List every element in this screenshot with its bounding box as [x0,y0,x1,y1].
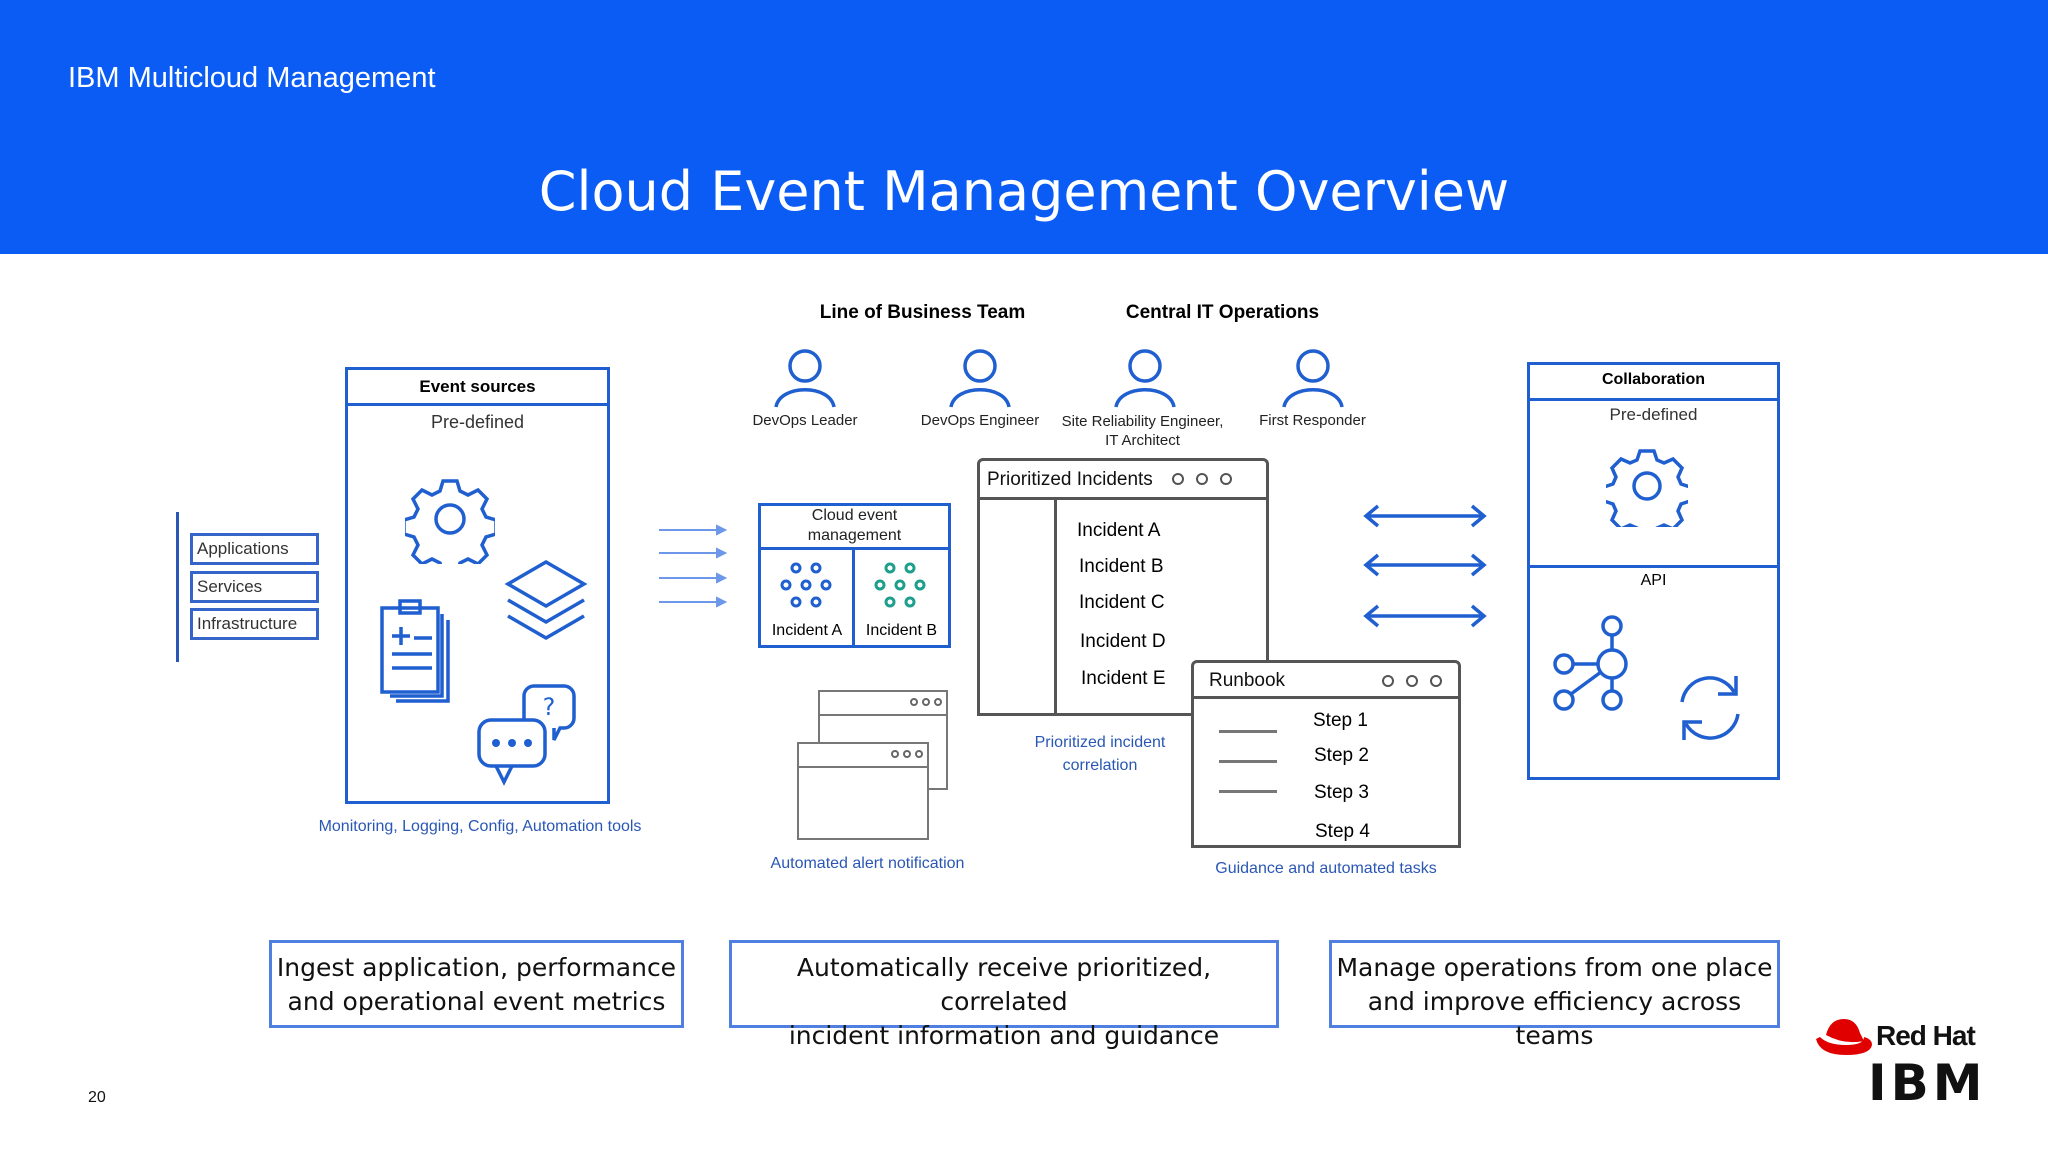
incident-item: Incident B [1079,556,1164,577]
chat-icon: ? [477,684,576,786]
header-banner [0,0,2048,254]
summary-ingest: Ingest application, performance and oper… [269,940,684,1028]
collaboration-title: Collaboration [1601,371,1706,388]
person-icon [774,349,836,408]
runbook-step: Step 4 [1315,821,1370,842]
flow-arrows [659,524,727,608]
inputs-bracket [176,512,179,662]
collaboration-divider [1527,398,1780,401]
role-devops-engineer: DevOps Engineer [920,412,1040,429]
event-sources-divider [345,403,610,406]
brand-title: IBM Multicloud Management [68,62,436,94]
gear-icon [1606,449,1688,527]
sync-icon [1680,676,1740,740]
collaboration-subtitle: Pre-defined [1609,405,1698,424]
svg-text:?: ? [543,693,556,721]
cem-incident-b: Incident B [865,622,938,639]
clipboard-icon [380,599,450,703]
window-controls [1160,473,1232,485]
team-lob-label: Line of Business Team [819,302,1026,323]
window-controls [1370,675,1442,687]
gear-icon [405,479,495,564]
incident-item: Incident E [1081,668,1166,689]
cluster-icon-a [780,562,832,608]
collaboration-section-divider [1527,565,1780,568]
event-sources-caption: Monitoring, Logging, Config, Automation … [318,818,642,835]
window-titlebar [799,744,927,768]
runbook-step: Step 3 [1314,782,1369,803]
event-sources-subtitle: Pre-defined [430,412,525,432]
input-applications: Applications [190,533,319,565]
cem-title: Cloud event management [807,507,902,544]
input-infrastructure: Infrastructure [190,608,319,640]
step-line [1219,790,1277,793]
role-sre-architect: Site Reliability Engineer, IT Architect [1061,413,1224,449]
alert-caption: Automated alert notification [770,855,965,872]
redhat-logo-icon [1816,1019,1872,1055]
runbook-step: Step 1 [1313,710,1368,731]
layers-icon [504,559,588,641]
cem-incident-a: Incident A [771,622,843,639]
role-devops-leader: DevOps Leader [752,412,858,429]
incident-item: Incident C [1079,592,1165,613]
summary-manage: Manage operations from one place and imp… [1329,940,1780,1050]
team-central-it-label: Central IT Operations [1125,302,1320,323]
prioritized-title: Prioritized Incidents [987,469,1153,490]
runbook-divider [1191,696,1461,699]
person-icon [1282,349,1344,408]
event-sources-title: Event sources [419,377,536,396]
summary-receive: Automatically receive prioritized, corre… [729,940,1279,1050]
bidirectional-arrows [1363,504,1487,628]
page-number: 20 [88,1089,106,1106]
page-title: Cloud Event Management Overview [538,160,1510,223]
incident-item: Incident A [1077,520,1161,541]
prioritized-divider [977,497,1269,500]
collaboration-api-label: API [1640,572,1667,589]
incident-item: Incident D [1080,631,1166,652]
role-first-responder: First Responder [1259,412,1366,429]
prioritized-split [1054,500,1057,716]
redhat-wordmark: Red Hat [1876,1020,1976,1051]
alert-window-front [797,742,929,840]
person-icon [1114,349,1176,408]
prioritized-caption: Prioritized incident correlation [1034,734,1166,774]
share-network-icon [1553,615,1628,711]
runbook-caption: Guidance and automated tasks [1215,860,1437,877]
step-line [1219,760,1277,763]
ibm-logo: IBM [1868,1054,1987,1112]
collaboration-panel [1527,362,1780,780]
runbook-title: Runbook [1209,670,1286,691]
step-line [1219,730,1277,733]
runbook-step: Step 2 [1314,745,1369,766]
runbook-window [1191,660,1461,848]
cluster-icon-b [874,562,926,608]
cem-split [852,547,855,648]
person-icon [949,349,1011,408]
window-titlebar [820,692,946,716]
input-services: Services [190,571,319,603]
